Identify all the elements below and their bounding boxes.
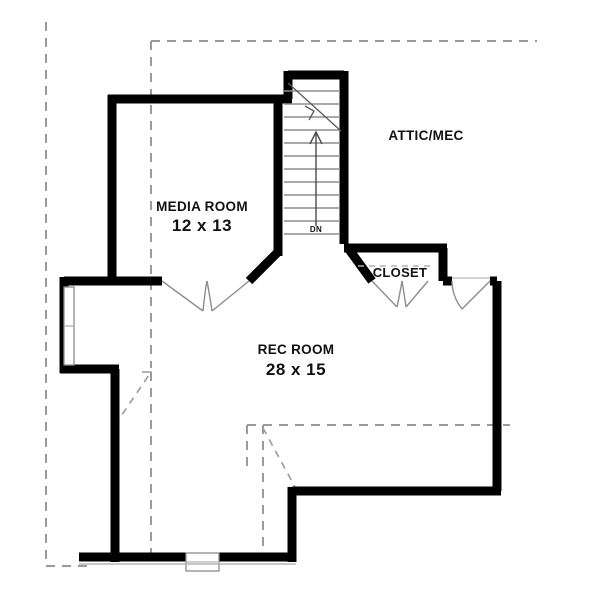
door-rec-room-right — [451, 277, 491, 310]
rec-room-name: REC ROOM — [258, 342, 335, 357]
door-media-room-double — [161, 280, 250, 312]
media-room-dimensions: 12 x 13 — [172, 216, 232, 235]
window-left-wall — [63, 286, 75, 366]
dashed-door-swing-arrow — [142, 371, 152, 381]
door-closet-double — [371, 280, 429, 308]
stair-break-line — [287, 82, 342, 132]
dashed-diagonal-rec-corner — [262, 427, 296, 488]
exterior-walls — [59, 70, 502, 562]
closet-name: CLOSET — [373, 265, 428, 280]
window-bottom-wall — [185, 552, 220, 572]
stair-direction-arrow — [309, 130, 323, 226]
stair-direction-label: DN — [310, 225, 322, 234]
stair-treads — [284, 90, 340, 235]
wall-closet-angle — [344, 245, 376, 284]
dashed-door-swing-lower-left — [114, 371, 152, 426]
attic-mec-name: ATTIC/MEC — [388, 128, 463, 143]
wall-media-bottom-angle — [245, 248, 282, 285]
media-room-name: MEDIA ROOM — [156, 199, 248, 214]
rec-room-dimensions: 28 x 15 — [266, 360, 326, 379]
